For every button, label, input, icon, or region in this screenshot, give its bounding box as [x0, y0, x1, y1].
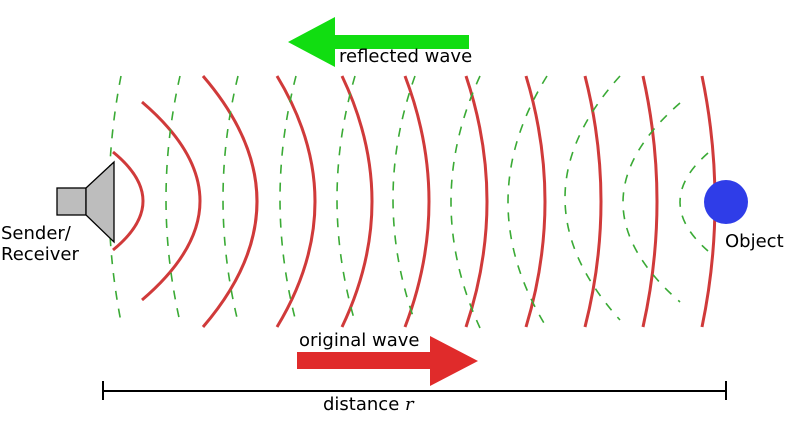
reflected-wave-arc — [336, 75, 356, 323]
reflected-wave-label: reflected wave — [339, 46, 473, 67]
object-label: Object — [725, 231, 784, 252]
original-wave-arc — [403, 75, 431, 328]
reflected-wave-arc — [564, 75, 621, 321]
sender-label-line2: Receiver — [1, 243, 79, 265]
reflected-wave-arc — [165, 75, 181, 323]
speaker-icon — [56, 160, 115, 244]
distance-label: distance r — [323, 394, 414, 416]
distance-variable: r — [405, 394, 414, 415]
reflected-wave-arc — [507, 75, 548, 329]
object-sphere — [704, 180, 748, 224]
distance-bar — [102, 381, 727, 400]
original-wave-arc — [141, 100, 202, 302]
original-wave-arc — [340, 75, 374, 328]
reflected-wave-arc — [279, 75, 297, 323]
reflected-wave-arcs — [108, 75, 709, 329]
reflected-wave-arc — [679, 152, 709, 252]
reflected-wave-arc — [622, 102, 681, 303]
sender-receiver-label: Sender/ Receiver — [1, 223, 79, 265]
sender-label-line1: Sender/ — [1, 223, 71, 244]
original-wave-arc — [201, 75, 259, 328]
original-wave-arc — [524, 75, 547, 328]
original-wave-arc — [464, 75, 489, 328]
reflected-wave-arc — [108, 75, 122, 323]
original-wave-arcs — [112, 75, 717, 328]
reflected-wave-arrow — [288, 17, 469, 67]
original-wave-arc — [275, 75, 317, 328]
original-wave-label: original wave — [299, 330, 420, 351]
original-wave-arrow — [297, 336, 478, 386]
reflected-wave-arc — [392, 75, 416, 323]
distance-text: distance — [323, 394, 405, 415]
original-wave-arc — [112, 150, 145, 252]
reflected-wave-arc — [222, 75, 239, 323]
reflected-wave-arc — [450, 75, 481, 329]
original-wave-arc — [583, 75, 603, 328]
original-wave-arc — [641, 75, 659, 328]
